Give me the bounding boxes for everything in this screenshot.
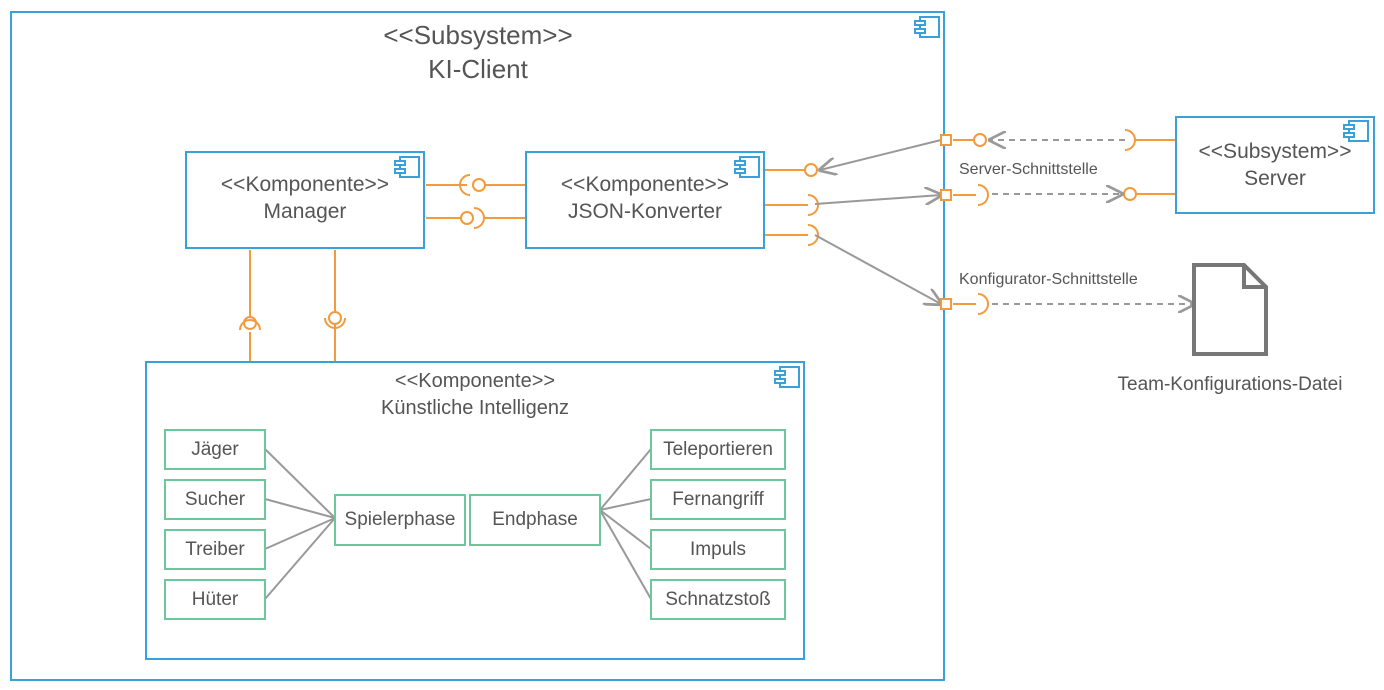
- component-icon: [394, 156, 420, 178]
- manager-json-interface-2: [426, 207, 526, 229]
- action-impuls: Impuls: [650, 529, 786, 570]
- action-teleportieren: Teleportieren: [650, 429, 786, 470]
- delegation-server-port-out: [814, 195, 941, 204]
- role-jaeger: Jäger: [164, 429, 266, 470]
- konfigurator-port-interface: [953, 293, 989, 315]
- manager-ki-interface-1: [239, 250, 261, 362]
- component-icon: [914, 16, 940, 38]
- server-port-in: [940, 134, 952, 146]
- server-stereotype: <<Subsystem>>: [1198, 140, 1352, 163]
- server-provided-interface: [1123, 187, 1176, 201]
- document-icon: [1192, 263, 1268, 356]
- json-konverter-name: JSON-Konverter: [567, 200, 723, 223]
- manager-name: Manager: [263, 200, 347, 223]
- role-treiber: Treiber: [164, 529, 266, 570]
- manager-json-interface-1: [426, 174, 526, 196]
- action-connectors: [599, 448, 652, 600]
- ki-name: Künstliche Intelligenz: [381, 397, 569, 419]
- json-konverter-stereotype: <<Komponente>>: [560, 173, 730, 196]
- phase-spielerphase: Spielerphase: [334, 494, 466, 546]
- server-port-out: [940, 189, 952, 201]
- manager-component: [185, 151, 425, 249]
- json-konverter-component: [525, 151, 765, 249]
- manager-ki-interface-2: [324, 250, 346, 362]
- action-schnatzstoss: Schnatzstoß: [650, 579, 786, 620]
- ki-component: [145, 361, 805, 660]
- action-fernangriff: Fernangriff: [650, 479, 786, 520]
- manager-stereotype: <<Komponente>>: [220, 173, 390, 196]
- server-required-interface: [1124, 129, 1176, 151]
- ki-stereotype: <<Komponente>>: [394, 370, 556, 392]
- artifact-name: Team-Konfigurations-Datei: [1117, 374, 1343, 395]
- phase-endphase: Endphase: [469, 494, 601, 546]
- ki-client-stereotype: <<Subsystem>>: [383, 20, 573, 50]
- server-schnittstelle-label: Server-Schnittstelle: [959, 161, 1098, 178]
- server-port-out-interface: [953, 184, 989, 206]
- role-sucher: Sucher: [164, 479, 266, 520]
- json-required-interface-2: [765, 224, 819, 246]
- ki-client-name: KI-Client: [428, 54, 528, 84]
- json-required-interface-1: [765, 194, 819, 216]
- server-subsystem: [1175, 116, 1375, 214]
- server-port-in-interface: [953, 133, 987, 147]
- role-connectors: [264, 448, 336, 600]
- component-icon: [734, 156, 760, 178]
- ki-client-subsystem: [10, 11, 945, 681]
- delegation-server-port-in: [820, 139, 942, 170]
- konfigurator-port: [940, 298, 952, 310]
- server-name: Server: [1244, 167, 1306, 190]
- delegation-konfigurator-port: [814, 234, 941, 304]
- component-icon: [1343, 120, 1369, 142]
- role-hueter: Hüter: [164, 579, 266, 620]
- component-icon: [774, 366, 800, 388]
- konfigurator-schnittstelle-label: Konfigurator-Schnittstelle: [959, 271, 1138, 288]
